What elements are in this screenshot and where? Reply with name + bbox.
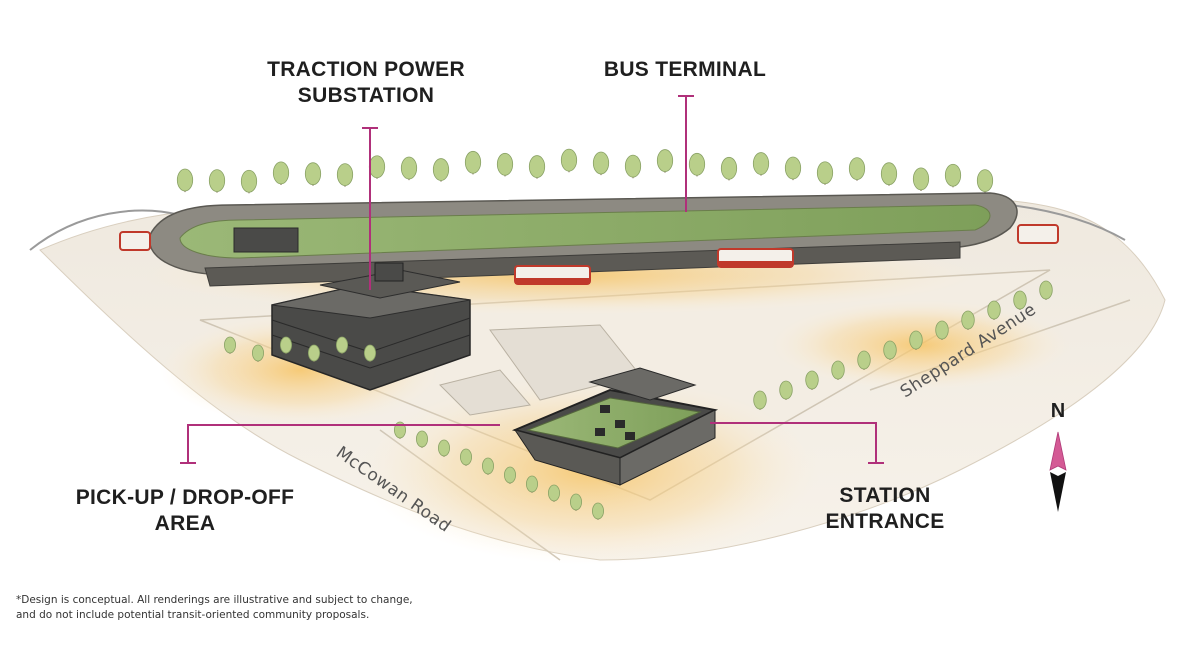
tree: [548, 484, 561, 502]
tree: [935, 320, 949, 340]
parking-lot: [439, 324, 641, 416]
compass: N: [1038, 400, 1078, 520]
tree: [363, 344, 376, 362]
tree: [496, 152, 514, 177]
tree: [656, 149, 674, 173]
tree: [944, 163, 962, 188]
tree: [432, 158, 450, 182]
tree: [720, 156, 738, 181]
tree: [831, 360, 845, 380]
tree: [176, 168, 194, 193]
tree: [987, 300, 1001, 320]
tree: [1039, 280, 1053, 300]
tree: [909, 330, 923, 350]
tree: [400, 156, 418, 181]
bus: [717, 248, 794, 268]
tree: [251, 344, 264, 362]
callout-bus-terminal: BUS TERMINAL: [570, 57, 800, 83]
callout-pickup-line1: PICK-UP / DROP-OFF: [75, 486, 295, 509]
disclaimer-note: *Design is conceptual. All renderings ar…: [16, 593, 456, 623]
callout-entrance-line2: ENTRANCE: [825, 510, 945, 533]
callout-line-pickup: [180, 424, 500, 464]
tree: [437, 439, 450, 457]
tree: [528, 155, 546, 179]
traction-power-substation-building: [271, 262, 471, 391]
tree: [272, 161, 290, 186]
tree: [848, 157, 866, 181]
tree: [223, 336, 236, 354]
tree: [459, 448, 472, 466]
callout-pickup-dropoff: PICK-UP / DROP-OFF AREA: [40, 485, 330, 537]
tree: [336, 163, 354, 187]
tree: [503, 466, 516, 484]
tree: [570, 493, 583, 511]
tree: [805, 370, 819, 390]
bus: [1017, 224, 1059, 244]
tree: [368, 155, 386, 179]
callout-station-entrance: STATION ENTRANCE: [790, 483, 980, 535]
tree: [883, 340, 897, 360]
tree: [857, 350, 871, 370]
callout-pickup-line2: AREA: [154, 512, 216, 535]
tree: [208, 169, 226, 193]
tree: [592, 502, 605, 520]
tree: [240, 169, 258, 194]
north-arrow-icon: [1049, 431, 1067, 512]
tree: [912, 167, 930, 192]
callout-bus-terminal-text: BUS TERMINAL: [603, 58, 767, 81]
buses: [119, 224, 1059, 285]
bus: [119, 231, 151, 251]
bus: [514, 265, 591, 285]
tree: [752, 152, 770, 176]
disclaimer-line2: and do not include potential transit-ori…: [16, 609, 370, 621]
tree: [279, 336, 292, 354]
compass-north-label: N: [1050, 400, 1066, 422]
tree: [784, 156, 802, 181]
callout-traction-line2: SUBSTATION: [297, 84, 435, 107]
tree: [592, 151, 610, 176]
callout-traction-power-substation: TRACTION POWER SUBSTATION: [236, 57, 496, 109]
tree: [415, 430, 428, 448]
callout-line-traction: [362, 127, 378, 290]
tree: [779, 380, 793, 400]
tree: [816, 161, 834, 185]
tree: [335, 336, 348, 354]
tree-row-front: [223, 280, 1053, 520]
tree: [688, 152, 706, 177]
tree: [464, 150, 482, 175]
tree: [624, 154, 642, 179]
tree: [560, 148, 578, 173]
callout-line-entrance: [710, 422, 884, 464]
callout-traction-line1: TRACTION POWER: [267, 58, 465, 81]
callout-line-bus-terminal: [678, 95, 694, 212]
tree: [481, 457, 494, 475]
tree-row-back: [176, 148, 994, 194]
tree: [753, 390, 767, 410]
disclaimer-line1: *Design is conceptual. All renderings ar…: [16, 594, 413, 606]
tree: [880, 162, 898, 186]
tree: [961, 310, 975, 330]
callout-lines: [180, 95, 884, 464]
tree: [976, 169, 994, 193]
callout-entrance-line1: STATION: [839, 484, 931, 507]
tree: [526, 475, 539, 493]
tree: [1013, 290, 1027, 310]
tree: [304, 162, 322, 186]
station-entrance-building: [511, 367, 719, 486]
tree: [307, 344, 320, 362]
